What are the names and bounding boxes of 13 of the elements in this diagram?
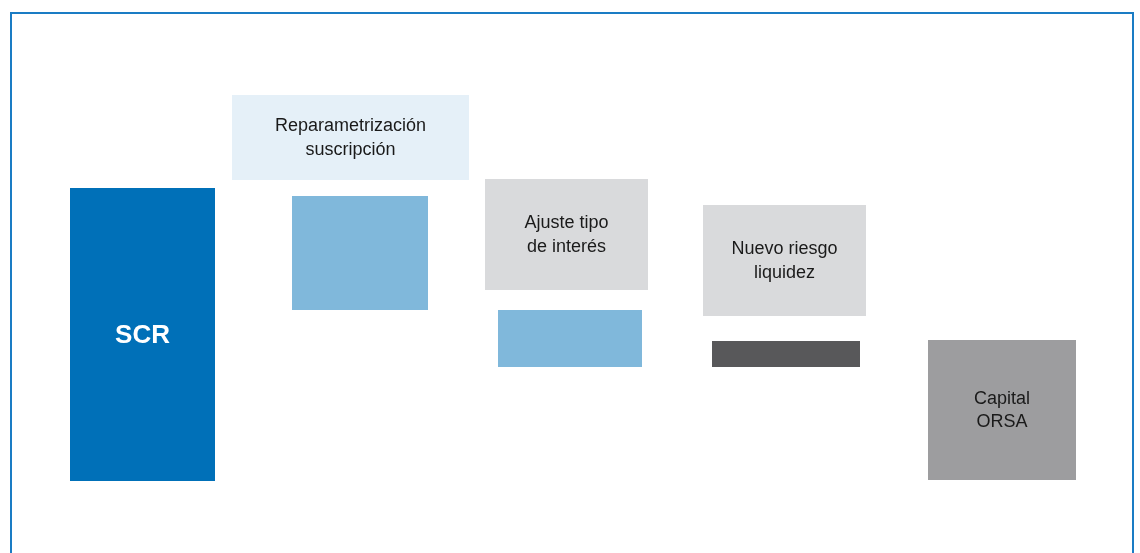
increment-bar [498, 310, 642, 367]
increment-bar [712, 341, 860, 367]
bar-label: Capital ORSA [973, 386, 1031, 433]
bar-label: Reparametrización suscripción [273, 114, 428, 161]
orsa-capital-bar [928, 340, 1076, 480]
step-label-box [485, 179, 648, 290]
scr-bar [70, 188, 215, 481]
bar-label: Ajuste tipo de interés [523, 211, 610, 258]
bar-label: Nuevo riesgo liquidez [730, 237, 839, 284]
step-label-box [703, 205, 866, 316]
step-label-box [232, 95, 469, 180]
increment-bar [292, 196, 428, 310]
bar-label: SCR [115, 317, 170, 351]
